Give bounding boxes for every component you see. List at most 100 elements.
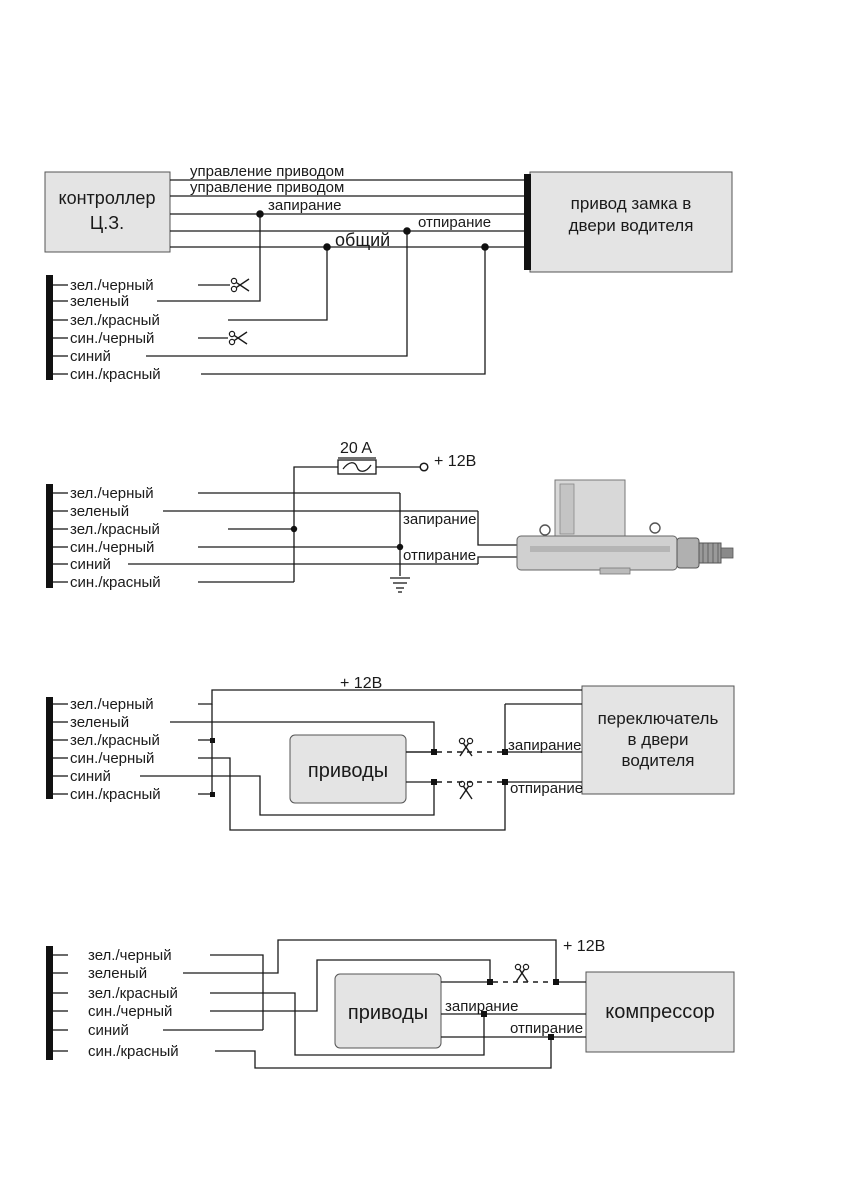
junction-dot	[403, 227, 411, 235]
junction-square	[487, 979, 493, 985]
harness2-label-green: зеленый	[70, 503, 129, 520]
diagram-compressor: зел./черный зеленый зел./красный син./че…	[46, 938, 735, 1069]
controller-label-2: Ц.З.	[90, 213, 124, 233]
unlock-label: отпирание	[510, 1020, 583, 1037]
harness1-label-green: зеленый	[70, 293, 129, 310]
harness3-label-blue-black: син./черный	[70, 750, 154, 767]
controller-box	[44, 171, 171, 253]
lock-label: запирание	[508, 737, 581, 754]
wire-power-feed	[293, 466, 338, 582]
power-terminal	[419, 462, 429, 472]
compressor-label: компрессор	[605, 1001, 714, 1023]
harness-connector-3	[46, 697, 53, 799]
scissors-icon	[458, 780, 474, 800]
harness3-label-blue-red: син./красный	[70, 786, 161, 803]
controller-label-1: контроллер	[59, 188, 156, 208]
fuse-rating: 20 A	[340, 440, 372, 457]
power-label: + 12В	[434, 453, 476, 470]
diagram-direct-actuator-connection: зел./черный зеленый зел./красный син./че…	[46, 440, 734, 593]
harness1-label-blue-red: син./красный	[70, 366, 161, 383]
junction-square	[481, 1011, 487, 1017]
harness-wires-3	[53, 703, 68, 795]
scissors-icon	[458, 737, 474, 757]
switch-label-1: переключатель	[598, 709, 719, 728]
harness-wires-1	[53, 284, 68, 375]
unlock-label: отпирание	[510, 780, 583, 797]
harness4-label-blue-black: син./черный	[88, 1003, 172, 1020]
wire-control-label-1: управление приводом	[190, 163, 344, 180]
actuators-box	[334, 973, 442, 1049]
harness2-label-green-black: зел./черный	[70, 485, 154, 502]
scissors-icon	[230, 277, 250, 293]
switch-label-3: водителя	[622, 751, 695, 770]
junction-square	[210, 792, 215, 797]
wire-blue-to-unlock	[146, 231, 408, 357]
actuator-label-2: двери водителя	[569, 216, 694, 235]
harness4-label-green: зеленый	[88, 965, 147, 982]
wire-power	[198, 689, 582, 705]
harness3-label-green-black: зел./черный	[70, 696, 154, 713]
junction-dot	[256, 210, 264, 218]
harness4-label-green-black: зел./черный	[88, 947, 172, 964]
wire-green-red	[210, 992, 485, 1056]
actuators-label: приводы	[348, 1002, 428, 1024]
wire-unlock-to-actuator	[477, 556, 517, 564]
wire-blue-red	[215, 1037, 552, 1069]
harness3-label-green-red: зел./красный	[70, 732, 160, 749]
wire-lock-to-actuator	[477, 511, 517, 546]
power-label: + 12В	[563, 938, 605, 955]
wire-power	[183, 939, 557, 982]
switch-label-2: в двери	[628, 730, 689, 749]
wire-green-black	[210, 954, 264, 1030]
diagram-controller-to-driver-actuator: контроллер Ц.З. привод замка в двери вод…	[44, 163, 733, 383]
junction-dot	[396, 543, 404, 551]
wire-blue-black	[210, 959, 491, 1012]
wire-blue-black-unlock	[198, 757, 506, 831]
junction-square	[431, 749, 437, 755]
harness3-label-green: зеленый	[70, 714, 129, 731]
harness-wires-2	[53, 492, 68, 583]
compressor-box	[585, 971, 735, 1053]
harness2-label-blue-red: син./красный	[70, 574, 161, 591]
junction-square	[553, 979, 559, 985]
ground-icon	[390, 577, 410, 593]
harness-wires-4	[53, 954, 68, 1052]
scissors-icon	[228, 330, 248, 346]
harness2-label-green-red: зел./красный	[70, 521, 160, 538]
power-label: + 12В	[340, 675, 382, 692]
lock-label: запирание	[403, 511, 476, 528]
wire-blue-to-actuator	[140, 775, 435, 816]
harness-connector-2	[46, 484, 53, 588]
harness1-label-green-black: зел./черный	[70, 277, 154, 294]
junction-square	[548, 1034, 554, 1040]
junction-dot	[481, 243, 489, 251]
harness4-label-blue-red: син./красный	[88, 1043, 179, 1060]
wire-unlock-label: отпирание	[418, 214, 491, 231]
harness1-label-blue: синий	[70, 348, 111, 365]
door-lock-actuator-icon	[516, 479, 734, 575]
driver-door-actuator-box	[529, 171, 733, 273]
lock-label: запирание	[445, 998, 518, 1015]
driver-switch-box	[581, 685, 735, 795]
harness2-label-blue-black: син./черный	[70, 539, 154, 556]
actuator-connector	[524, 174, 531, 270]
harness-connector-1	[46, 275, 53, 380]
harness-connector-4	[46, 946, 53, 1060]
harness2-label-blue: синий	[70, 556, 111, 573]
wire-common-label: общий	[335, 230, 390, 250]
harness1-label-blue-black: син./черный	[70, 330, 154, 347]
wire-blue-red-to-common	[201, 247, 486, 375]
junction-dot	[323, 243, 331, 251]
actuators-box	[289, 734, 407, 804]
harness4-label-green-red: зел./красный	[88, 985, 178, 1002]
junction-square	[431, 779, 437, 785]
junction-square	[502, 779, 508, 785]
diagram-driver-door-switch: зел./черный зеленый зел./красный син./че…	[46, 675, 735, 831]
wire-lock-label: запирание	[268, 197, 341, 214]
unlock-label: отпирание	[403, 547, 476, 564]
harness1-label-green-red: зел./красный	[70, 312, 160, 329]
wire-control-label-2: управление приводом	[190, 179, 344, 196]
wire-green-to-lock	[157, 214, 261, 302]
wire-green-red-to-common	[228, 247, 328, 321]
